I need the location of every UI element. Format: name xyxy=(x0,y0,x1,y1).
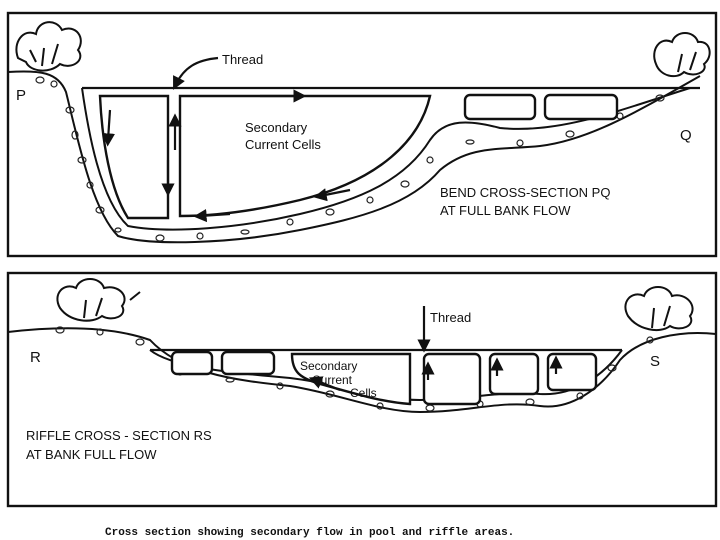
riffle-right-tree-icon xyxy=(625,287,692,330)
bend-cell-2 xyxy=(180,96,430,216)
riffle-cells-label-line3: Cells xyxy=(350,386,377,400)
riffle-caption-line1: RIFFLE CROSS - SECTION RS xyxy=(26,428,212,443)
riffle-cross-section-panel: Thread R S Secondary Current Cells RIFFL… xyxy=(8,273,716,506)
riffle-thread-label: Thread xyxy=(430,310,471,325)
bend-caption-line2: AT FULL BANK FLOW xyxy=(440,203,571,218)
bend-right-tree-icon xyxy=(654,33,709,76)
riffle-cell-4 xyxy=(424,354,480,404)
riffle-cell-1 xyxy=(172,352,212,374)
bend-cells-label-line1: Secondary xyxy=(245,120,308,135)
riffle-left-label: R xyxy=(30,349,41,366)
bend-thread-pointer xyxy=(176,58,218,84)
bend-cells-label-line2: Current Cells xyxy=(245,137,321,152)
riffle-caption-line2: AT BANK FULL FLOW xyxy=(26,447,157,462)
riffle-cells-label-line1: Secondary xyxy=(300,359,357,373)
bend-cross-section-panel: Thread P Q Secondary Current Cells BEND … xyxy=(8,13,716,256)
riffle-cells-label-line2: Current xyxy=(312,373,353,387)
bend-right-label: Q xyxy=(680,127,692,144)
figure-caption: Cross section showing secondary flow in … xyxy=(105,527,514,539)
bend-left-tree-icon xyxy=(16,22,80,70)
riffle-right-label: S xyxy=(650,353,660,370)
bend-cell-3 xyxy=(465,95,535,119)
riffle-cell-2 xyxy=(222,352,274,374)
riffle-left-tree-icon xyxy=(57,279,140,321)
bend-left-label: P xyxy=(16,87,26,104)
bend-cell-4 xyxy=(545,95,617,119)
bend-thread-label: Thread xyxy=(222,52,263,67)
bend-caption-line1: BEND CROSS-SECTION PQ xyxy=(440,185,610,200)
